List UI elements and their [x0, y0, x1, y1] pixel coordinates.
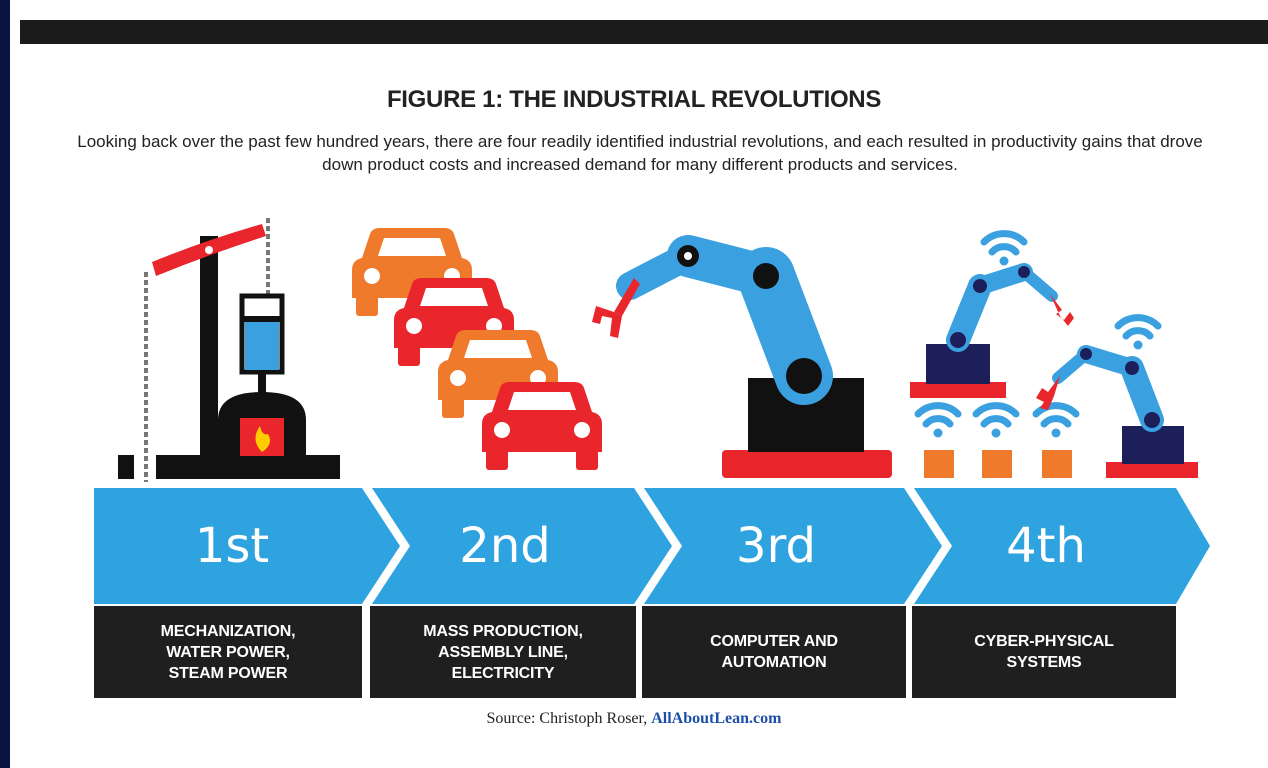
stage-2-label-box: MASS PRODUCTION, ASSEMBLY LINE, ELECTRIC… [370, 606, 636, 698]
stage-3-chevron [644, 488, 942, 604]
stage-2-chevron [372, 488, 672, 604]
stage-3-label-box: COMPUTER AND AUTOMATION [642, 606, 906, 698]
stage-1-chevron [94, 488, 400, 604]
stage-4-number: 4th [1006, 518, 1086, 574]
stage-4-label: CYBER-PHYSICAL SYSTEMS [974, 633, 1114, 671]
header-bar [20, 20, 1268, 44]
stage-4-chevron [914, 488, 1210, 604]
source-prefix: Source: Christoph Roser, [486, 710, 652, 727]
figure-description: Looking back over the past few hundred y… [77, 132, 1203, 174]
networked-robots-icon [910, 234, 1198, 478]
source-link[interactable]: AllAboutLean.com [651, 710, 782, 727]
timeline-arrow [94, 488, 1210, 604]
stage-2-label: MASS PRODUCTION, ASSEMBLY LINE, ELECTRIC… [423, 622, 583, 682]
figure-title: FIGURE 1: THE INDUSTRIAL REVOLUTIONS [386, 86, 882, 113]
steam-engine-icon [118, 218, 340, 482]
stage-1-label: MECHANIZATION, WATER POWER, STEAM POWER [160, 622, 296, 682]
industrial-robot-icon [592, 235, 892, 478]
stage-3-number: 3rd [736, 518, 816, 574]
stage-1-label-box: MECHANIZATION, WATER POWER, STEAM POWER [94, 606, 362, 698]
stage-3-label: COMPUTER AND AUTOMATION [710, 633, 838, 671]
stage-1-number: 1st [194, 518, 270, 574]
source-credit: Source: Christoph Roser, AllAboutLean.co… [0, 710, 1268, 728]
stage-4-label-box: CYBER-PHYSICAL SYSTEMS [912, 606, 1176, 698]
stage-2-number: 2nd [459, 518, 551, 574]
cars-icon [352, 228, 602, 470]
